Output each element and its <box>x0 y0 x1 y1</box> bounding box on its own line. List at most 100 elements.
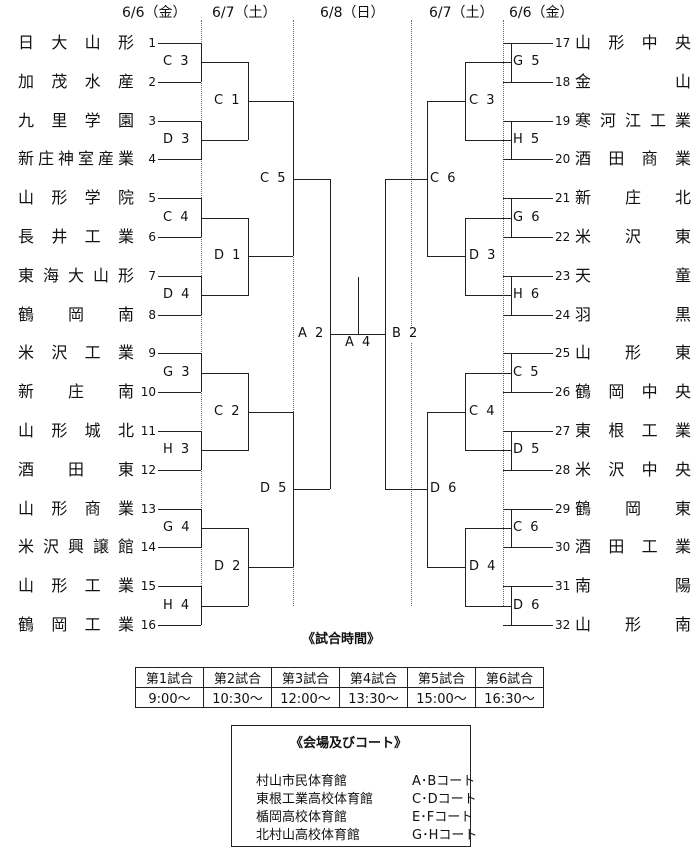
bracket-line <box>465 218 511 219</box>
seed-number: 28 <box>555 462 571 477</box>
seed-number: 4 <box>148 152 156 167</box>
venue-courts: E･Fコート <box>412 810 474 825</box>
separator-line <box>293 20 294 606</box>
bracket-line <box>385 489 427 490</box>
bracket-line <box>511 198 512 237</box>
match-code: C 6 <box>430 170 458 187</box>
bracket-line <box>201 218 248 219</box>
bracket-line <box>465 373 466 451</box>
team-name: 東海大山形 <box>18 265 134 285</box>
bracket-line <box>503 547 553 548</box>
team-name: 山形工業 <box>18 576 134 596</box>
bracket-line <box>201 140 248 141</box>
seed-number: 9 <box>148 346 156 361</box>
bracket-line <box>158 276 201 277</box>
team-name: 米沢中央 <box>575 459 691 479</box>
bracket-line <box>503 237 553 238</box>
venue-name: 北村山高校体育館 <box>256 828 361 843</box>
match-code: D 6 <box>513 597 542 614</box>
team-name: 山形南 <box>575 615 691 634</box>
bracket-line <box>427 412 428 567</box>
seed-number: 6 <box>148 230 156 244</box>
team-name: 新庄神室産業 <box>18 149 134 169</box>
date-header-right-r2: 6/7（土） <box>429 5 494 21</box>
match-code: A 4 <box>345 335 373 351</box>
match-code: H 4 <box>163 597 192 614</box>
team-name: 羽黒 <box>575 304 691 324</box>
match-code: D 3 <box>163 132 192 148</box>
bracket-line <box>201 353 202 392</box>
seed-number: 18 <box>555 74 571 89</box>
match-code: G 4 <box>163 520 192 536</box>
bracket-line <box>465 295 511 296</box>
bracket-line <box>248 218 249 296</box>
team-name: 酒田工業 <box>575 537 691 557</box>
seed-number: 1 <box>148 36 156 50</box>
bracket-line <box>465 528 511 529</box>
seed-number: 30 <box>555 540 571 555</box>
team-name: 山形学院 <box>18 188 134 208</box>
bracket-line <box>158 625 201 626</box>
team-name: 山形商業 <box>18 498 134 518</box>
bracket-line <box>503 470 553 471</box>
match-code: H 6 <box>513 287 542 304</box>
seed-number: 29 <box>555 501 571 516</box>
bracket-line <box>465 62 511 63</box>
match-code: D 2 <box>214 558 243 575</box>
team-name: 鶴岡東 <box>575 498 691 518</box>
schedule-header-cell: 第3試合 <box>271 667 340 688</box>
bracket-line <box>201 450 248 451</box>
bracket-line <box>503 625 553 626</box>
bracket-line <box>511 509 512 548</box>
bracket-line <box>158 586 201 587</box>
venue-courts: C･Dコート <box>412 792 477 807</box>
bracket-line <box>201 373 248 374</box>
date-header-left-r2: 6/7（土） <box>212 5 277 21</box>
team-name: 金山 <box>575 71 691 91</box>
seed-number: 12 <box>140 462 156 477</box>
bracket-line <box>158 198 201 199</box>
match-code: C 5 <box>260 170 288 187</box>
match-code: C 6 <box>513 520 541 536</box>
seed-number: 26 <box>555 385 571 400</box>
separator-line <box>503 20 504 606</box>
seed-number: 23 <box>555 268 571 283</box>
venue-courts: A･Bコート <box>412 774 476 789</box>
bracket-line <box>385 179 386 489</box>
match-code: D 4 <box>469 558 498 575</box>
bracket-line <box>503 82 553 83</box>
team-name: 米沢興譲館 <box>18 537 134 557</box>
bracket-line <box>511 586 512 625</box>
seed-number: 20 <box>555 152 571 167</box>
seed-number: 27 <box>555 424 571 438</box>
team-name: 東根工業 <box>575 421 691 440</box>
bracket-line <box>201 198 202 237</box>
venue-name: 村山市民体育館 <box>256 774 348 789</box>
match-code: D 5 <box>260 481 289 498</box>
schedule-time-cell: 12:00〜 <box>271 687 340 708</box>
match-code: G 5 <box>513 54 542 71</box>
team-name: 鶴岡南 <box>18 304 134 324</box>
team-name: 酒田商業 <box>575 149 691 169</box>
match-code: A 2 <box>298 326 326 342</box>
bracket-line <box>503 509 553 510</box>
seed-number: 13 <box>140 501 156 516</box>
bracket-line <box>503 315 553 316</box>
seed-number: 8 <box>148 307 156 322</box>
team-name: 日大山形 <box>18 33 134 52</box>
team-name: 山形東 <box>575 343 691 363</box>
bracket-line <box>293 101 294 256</box>
seed-number: 2 <box>148 74 156 89</box>
team-name: 米沢工業 <box>18 343 134 363</box>
match-code: C 3 <box>469 93 497 110</box>
seed-number: 15 <box>140 579 156 594</box>
date-header-right-r1: 6/6（金） <box>509 5 574 21</box>
team-name: 加茂水産 <box>18 71 134 91</box>
bracket-line <box>503 43 553 44</box>
schedule-time-cell: 13:30〜 <box>339 687 408 708</box>
match-code: D 1 <box>214 248 243 265</box>
bracket-line <box>201 528 248 529</box>
schedule-header-cell: 第6試合 <box>475 667 544 688</box>
team-name: 寒河江工業 <box>575 110 691 130</box>
schedule-time-cell: 15:00〜 <box>407 687 476 708</box>
